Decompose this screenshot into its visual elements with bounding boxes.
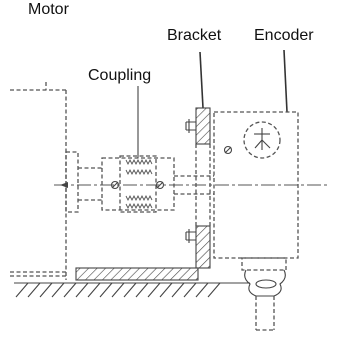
- coupling: [101, 155, 175, 213]
- centerline-arrow-icon: [60, 182, 68, 188]
- label-motor: Motor: [28, 1, 69, 18]
- motor: [10, 82, 102, 280]
- ground: [14, 282, 250, 298]
- base-plate: [75, 267, 199, 281]
- encoder-shaft: [174, 175, 214, 195]
- bracket: [185, 51, 211, 269]
- label-encoder: Encoder: [254, 27, 314, 44]
- encoder: [213, 49, 299, 331]
- label-coupling: Coupling: [88, 67, 152, 84]
- label-bracket: Bracket: [167, 27, 222, 44]
